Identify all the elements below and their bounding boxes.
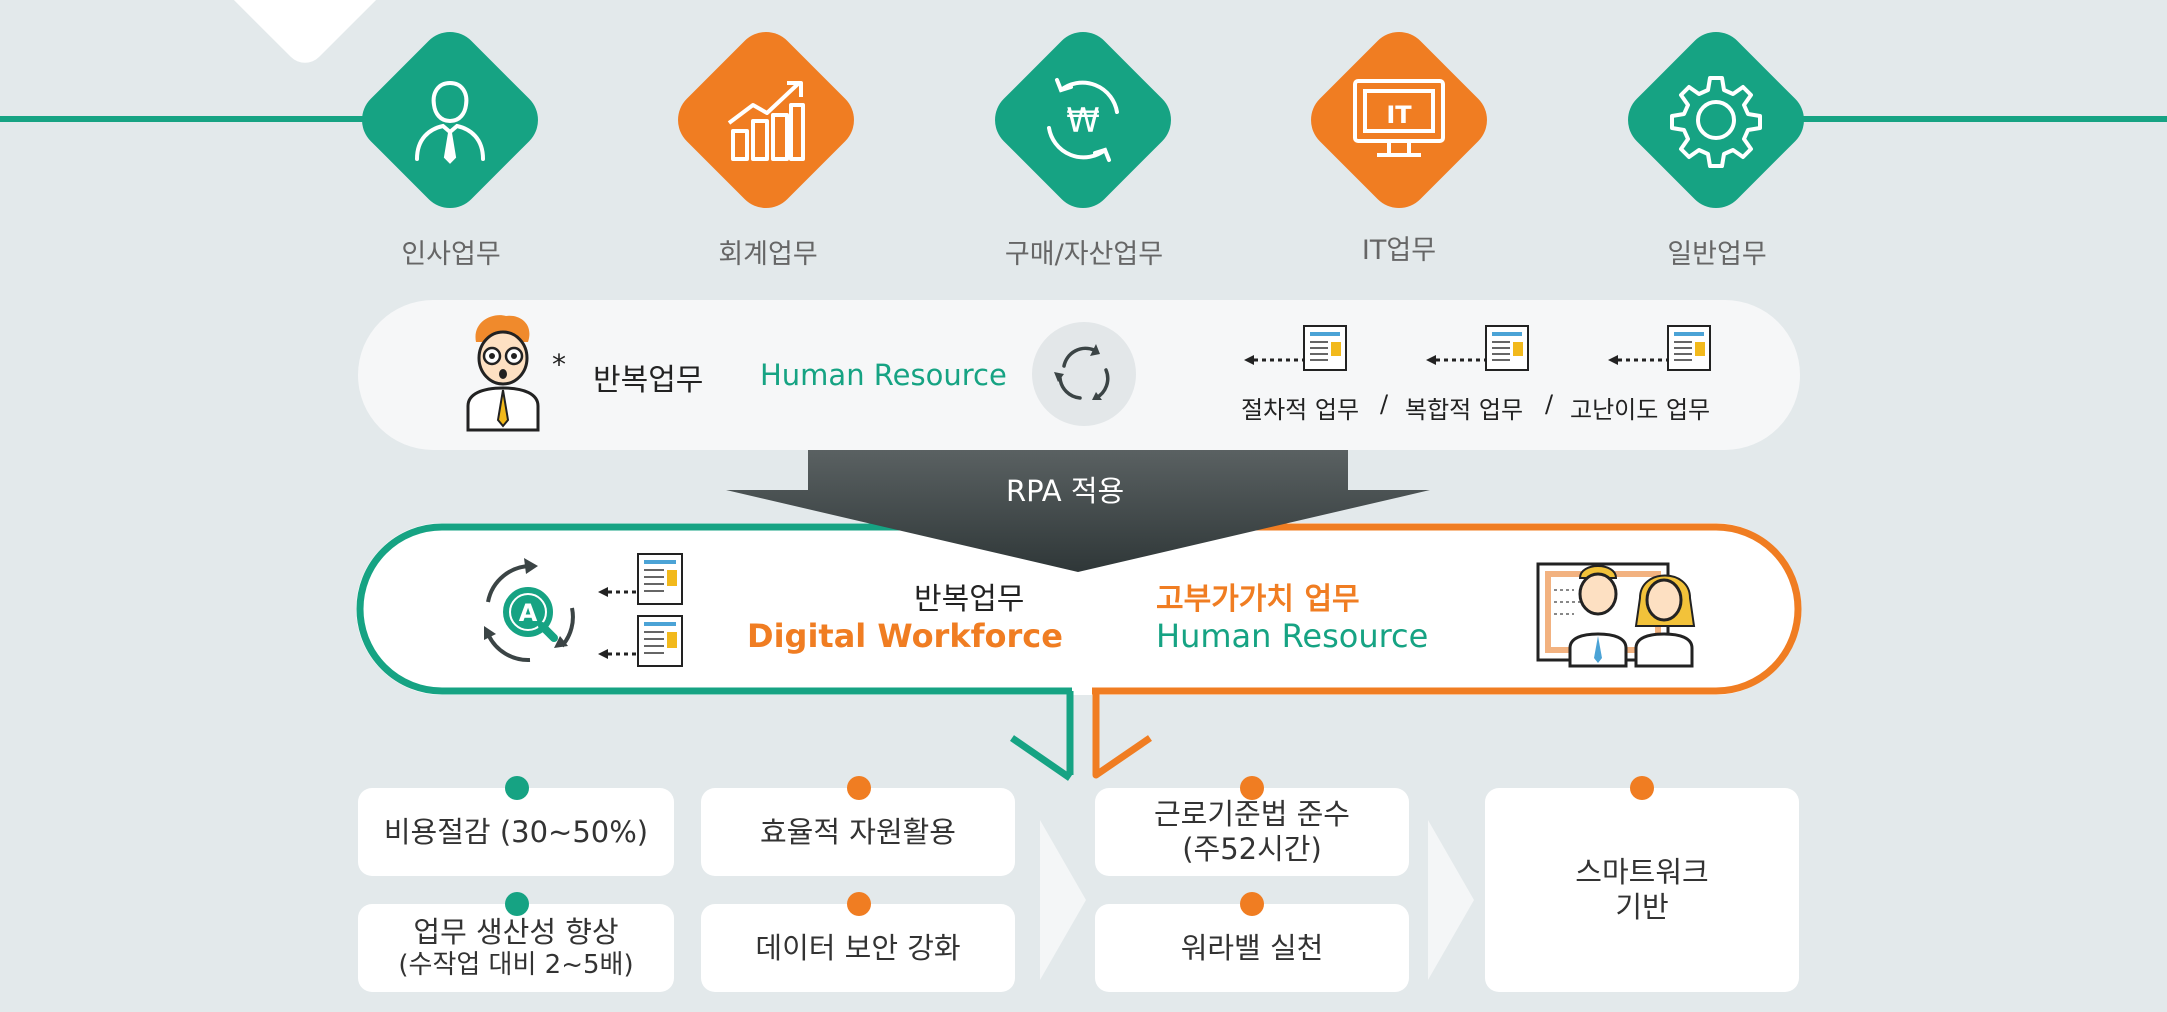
benefit-subtext: (주52시간) — [1182, 832, 1322, 866]
benefit-text: 기반 — [1615, 890, 1669, 924]
benefit-card-resource-use: 효율적 자원활용 — [701, 788, 1015, 876]
benefit-text: 효율적 자원활용 — [760, 814, 956, 849]
document-arrow-icon — [1240, 324, 1350, 378]
won-cycle-icon: ₩ — [983, 20, 1183, 220]
bullet-dot — [847, 892, 871, 916]
document-arrow-icon — [596, 552, 686, 612]
bar-chart-growth-icon — [666, 20, 866, 220]
bullet-dot — [847, 776, 871, 800]
svg-text:₩: ₩ — [1066, 101, 1100, 141]
asterisk-mark: * — [552, 348, 566, 381]
task-type-advanced: 고난이도 업무 — [1570, 396, 1711, 424]
benefit-text: 비용절감 (30~50%) — [383, 814, 649, 849]
benefit-text: 데이터 보안 강화 — [755, 930, 961, 965]
document-arrow-icon — [1604, 324, 1714, 378]
gear-icon — [1616, 20, 1816, 220]
connector-line-left — [0, 116, 380, 122]
rpa-banner-arrow — [726, 450, 1430, 572]
before-repeat-task-label: 반복업무 — [593, 363, 704, 398]
category-label-it: IT업무 — [1361, 235, 1437, 266]
it-monitor-icon: IT — [1299, 20, 1499, 220]
benefit-text: 근로기준법 준수 — [1154, 797, 1350, 832]
svg-text:A: A — [519, 599, 538, 627]
document-arrow-icon — [1422, 324, 1532, 378]
benefit-card-productivity: 업무 생산성 향상 (수작업 대비 2~5배) — [358, 904, 674, 992]
category-label-purchase: 구매/자산업무 — [1004, 239, 1164, 270]
task-type-procedural: 절차적 업무 — [1241, 396, 1360, 424]
bullet-dot — [1240, 892, 1264, 916]
bullet-dot — [505, 892, 529, 916]
connector-line-right — [1790, 116, 2167, 122]
confused-worker-icon — [462, 312, 544, 436]
digital-workforce-label: Digital Workforce — [747, 617, 1063, 655]
task-separator: / — [1380, 390, 1389, 418]
document-arrow-icon — [596, 614, 686, 674]
person-tie-icon — [350, 20, 550, 220]
team-workers-icon — [1536, 558, 1706, 672]
category-label-general: 일반업무 — [1667, 239, 1767, 270]
benefit-text: 업무 생산성 향상 — [413, 915, 619, 949]
benefit-card-smart-work: 스마트워크 기반 — [1485, 788, 1799, 992]
after-human-resource-label: Human Resource — [1156, 617, 1429, 655]
after-repeat-task-label: 반복업무 — [914, 582, 1025, 617]
cycle-arrows-icon — [1032, 322, 1136, 430]
benefit-card-work-life-balance: 워라밸 실천 — [1095, 904, 1409, 992]
before-human-resource-label: Human Resource — [760, 358, 1007, 392]
task-type-complex: 복합적 업무 — [1405, 396, 1524, 424]
benefit-card-labor-law: 근로기준법 준수 (주52시간) — [1095, 788, 1409, 876]
benefit-text: 워라밸 실천 — [1180, 930, 1324, 965]
high-value-task-label: 고부가가치 업무 — [1156, 582, 1360, 617]
rpa-label: RPA 적용 — [1006, 474, 1125, 508]
category-label-hr: 인사업무 — [401, 239, 501, 270]
chevron-arrow-icon — [1040, 820, 1086, 980]
benefit-card-cost-saving: 비용절감 (30~50%) — [358, 788, 674, 876]
benefit-card-data-security: 데이터 보안 강화 — [701, 904, 1015, 992]
bullet-dot — [1630, 776, 1654, 800]
benefit-subtext: (수작업 대비 2~5배) — [398, 949, 634, 980]
bullet-dot — [1240, 776, 1264, 800]
svg-text:IT: IT — [1386, 101, 1412, 129]
chevron-arrow-icon — [1428, 820, 1474, 980]
category-label-accounting: 회계업무 — [718, 239, 818, 270]
bullet-dot — [505, 776, 529, 800]
benefit-text: 스마트워크 — [1575, 855, 1709, 890]
task-separator: / — [1545, 390, 1554, 418]
automation-robot-icon: A — [468, 552, 592, 680]
